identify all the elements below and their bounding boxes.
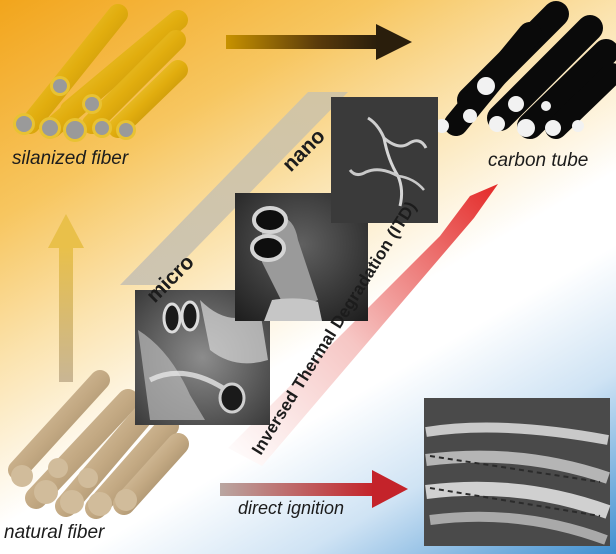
natural-fiber-bundle [8, 370, 189, 519]
sem-micrograph-single-tube [235, 193, 368, 321]
arrow-to-silanized [48, 214, 84, 382]
sem-micrograph-nanotube [331, 97, 438, 223]
arrow-direct-ignition [220, 470, 408, 508]
carbon-tube-bundle [435, 1, 616, 139]
label-direct-ignition: direct ignition [238, 498, 345, 518]
label-natural-fiber: natural fiber [4, 522, 105, 543]
sem-micrograph-ignited-fibers [424, 398, 611, 546]
label-silanized-fiber: silanized fiber [12, 148, 129, 169]
label-carbon-tube: carbon tube [488, 150, 589, 171]
micro-nano-band [120, 92, 348, 285]
silanized-fiber-bundle [13, 4, 188, 142]
arrow-to-carbon-tube [226, 24, 412, 60]
itd-arrow [228, 184, 498, 466]
